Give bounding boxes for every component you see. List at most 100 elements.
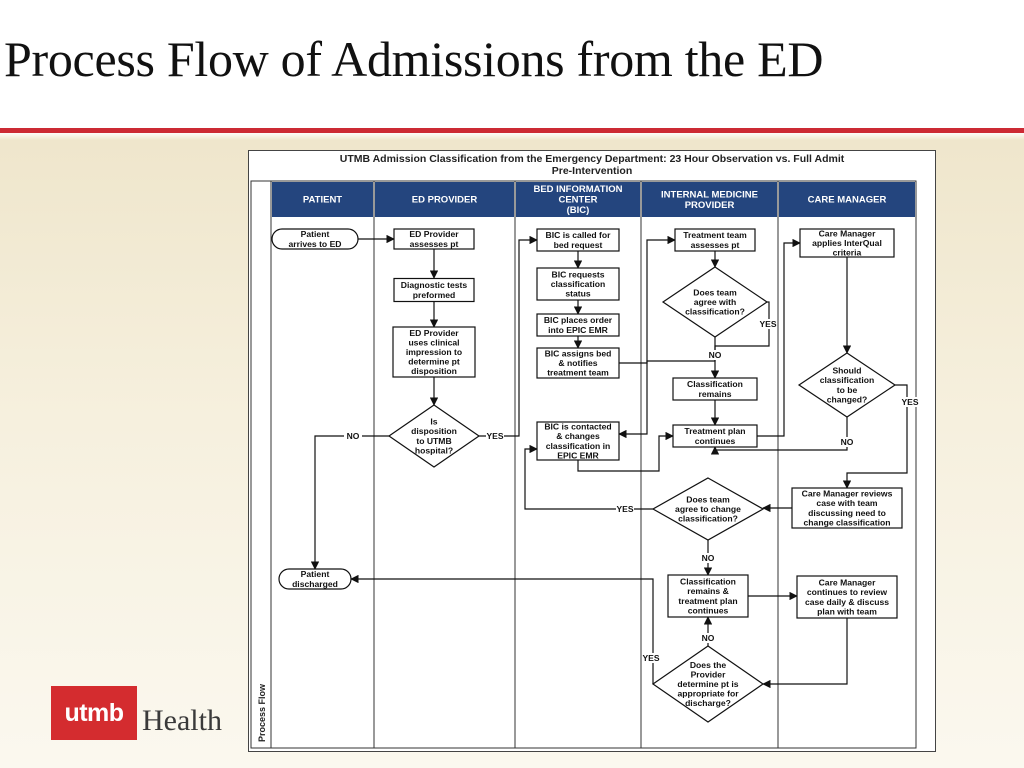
node-bic-places-label: into EPIC EMR: [548, 325, 608, 335]
node-cm-interqual: [799, 228, 895, 258]
node-dispo-decision: [387, 404, 481, 468]
lane-header-label-bic: CENTER: [558, 195, 597, 206]
node-cm-continues-label: Care Manager: [819, 578, 876, 588]
node-class-remains-plan-label: continues: [688, 605, 729, 615]
node-team-assess-label: Treatment team: [683, 230, 747, 240]
edge-label-bg: [759, 319, 777, 329]
flow-arrow: [310, 435, 389, 570]
lane-header-label-bic: (BIC): [567, 205, 590, 216]
node-class-remains-label: remains: [699, 389, 732, 399]
node-team-change-label: agree to change: [675, 504, 741, 514]
flowchart-title-line1: UTMB Admission Classification from the E…: [339, 153, 845, 165]
flow-arrow: [619, 235, 676, 364]
row-label: Process Flow: [257, 683, 267, 742]
lane-header-patient: [272, 182, 373, 217]
row-label-cell: [250, 180, 272, 749]
node-team-assess: [674, 228, 756, 252]
node-bic-contacted-label: EPIC EMR: [557, 450, 599, 460]
title-divider: [0, 128, 1024, 133]
node-patient-arrives-label: Patient: [301, 229, 330, 239]
node-bic-contacted-label: classification in: [546, 441, 610, 451]
flow-arrow: [842, 384, 908, 489]
node-cm-continues-label: case daily & discuss: [805, 597, 889, 607]
node-team-agree-label: agree with: [694, 297, 737, 307]
lane-ed: [373, 180, 516, 749]
node-ed-impression-label: ED Provider: [409, 328, 459, 338]
node-cm-reviews: [791, 487, 903, 529]
node-bic-assigns: [536, 347, 620, 379]
node-team-agree-label: Does team: [693, 287, 737, 297]
lane-header-im: [642, 182, 777, 217]
node-dispo-decision-label: to UTMB: [416, 436, 451, 446]
node-provider-discharge-label: determine pt is: [677, 679, 738, 689]
node-diag-tests-label: preformed: [413, 290, 456, 300]
node-bic-called: [536, 228, 620, 252]
node-patient-discharged: [278, 568, 352, 590]
node-patient-discharged-label: Patient: [301, 569, 330, 579]
flowchart-panel: UTMB Admission Classification from the E…: [248, 150, 936, 752]
node-cm-continues-label: plan with team: [817, 606, 877, 616]
node-bic-places-label: BIC places order: [544, 315, 613, 325]
flowchart-title-line2: Pre-Intervention: [551, 165, 633, 177]
node-ed-impression-label: impression to: [406, 347, 462, 357]
node-cm-reviews-label: discussing need to: [808, 508, 886, 518]
edge-label-bg: [616, 504, 634, 514]
edge-label-bg: [486, 431, 504, 441]
edge-label-no: NO: [347, 431, 360, 441]
flow-arrow: [577, 431, 674, 472]
lane-header-label-patient: PATIENT: [303, 195, 342, 206]
node-cm-reviews-label: case with team: [816, 498, 877, 508]
node-class-remains: [672, 377, 758, 401]
edge-label-yes: YES: [486, 431, 503, 441]
utmb-logo: utmb: [51, 686, 137, 740]
node-bic-contacted: [536, 421, 620, 461]
node-bic-contacted-label: BIC is contacted: [544, 422, 611, 432]
lane-header-label-bic: BED INFORMATION: [533, 184, 622, 195]
flow-arrow: [524, 444, 653, 510]
node-ed-assess-label: assesses pt: [410, 239, 459, 249]
node-plan-continues-label: Treatment plan: [684, 426, 745, 436]
edge-label-yes: YES: [901, 397, 918, 407]
node-bic-requests-label: classification: [551, 279, 605, 289]
node-patient-arrives-label: arrives to ED: [288, 239, 341, 249]
node-provider-discharge-label: appropriate for: [677, 689, 739, 699]
node-class-remains-plan-label: remains &: [687, 586, 729, 596]
node-class-remains-plan-label: Classification: [680, 577, 736, 587]
node-bic-requests-label: BIC requests: [551, 269, 604, 279]
slide-title: Process Flow of Admissions from the ED: [4, 31, 824, 87]
node-provider-discharge: [651, 645, 765, 723]
node-provider-discharge-label: discharge?: [685, 698, 731, 708]
node-cm-continues-label: continues to review: [807, 587, 888, 597]
node-bic-places: [536, 313, 620, 337]
node-cm-continues: [796, 575, 898, 619]
lane-header-label-cm: CARE MANAGER: [808, 195, 887, 206]
node-cm-interqual-label: Care Manager: [819, 228, 876, 238]
logo-brand-text: utmb: [64, 699, 124, 727]
node-ed-impression-label: uses clinical: [408, 337, 459, 347]
node-bic-called-label: BIC is called for: [546, 230, 612, 240]
node-dispo-decision-label: disposition: [411, 426, 457, 436]
node-provider-discharge-label: Provider: [691, 669, 727, 679]
edge-label-no: NO: [841, 437, 854, 447]
node-patient-arrives: [271, 228, 359, 250]
node-ed-impression-label: disposition: [411, 366, 457, 376]
node-bic-assigns-label: & notifies: [558, 358, 597, 368]
edge-label-bg: [642, 653, 660, 663]
edge-label-yes: YES: [759, 319, 776, 329]
edge-label-no: NO: [709, 350, 722, 360]
edge-label-no: NO: [702, 633, 715, 643]
node-team-agree-label: classification?: [685, 307, 745, 317]
node-team-change-label: Does team: [686, 494, 730, 504]
node-class-remains-label: Classification: [687, 379, 743, 389]
swimlane-flowchart: Process Flow PATIENT ED PROVIDER BED INFORM…: [250, 180, 919, 749]
edge-label-bg: [838, 437, 856, 447]
node-cm-should-label: classification: [820, 375, 874, 385]
logo-health-text: Health: [142, 704, 222, 737]
lane-patient: [270, 180, 375, 749]
lane-header-label-ed: ED PROVIDER: [412, 195, 478, 206]
edge-label-bg: [699, 553, 717, 563]
node-bic-assigns-label: BIC assigns bed: [545, 348, 612, 358]
node-bic-contacted-label: & changes: [556, 431, 600, 441]
edge-label-bg: [706, 350, 724, 360]
node-team-assess-label: assesses pt: [691, 240, 740, 250]
